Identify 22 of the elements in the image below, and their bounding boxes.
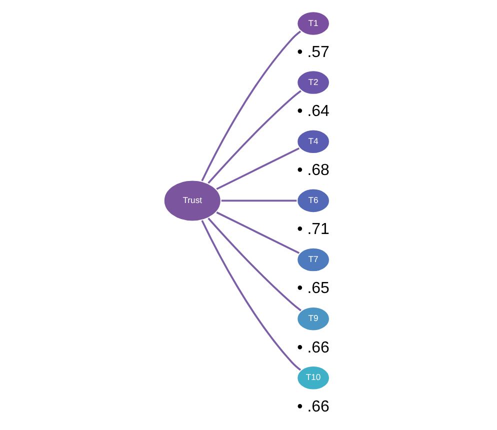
connector xyxy=(207,90,301,184)
node-ellipse: T10 xyxy=(295,364,330,392)
connector xyxy=(200,220,301,371)
node-label: • .66 xyxy=(296,339,329,356)
node-ellipse: T1 xyxy=(295,10,330,37)
node-ellipse: T2 xyxy=(295,69,330,96)
node-label: • .71 xyxy=(296,221,329,238)
connector xyxy=(216,212,300,254)
node-ellipse: T4 xyxy=(295,128,330,155)
node-label: • .66 xyxy=(296,398,329,416)
node-label: • .57 xyxy=(296,44,329,61)
node-label: • .64 xyxy=(296,102,329,120)
connector xyxy=(220,200,296,202)
node-label: • .68 xyxy=(296,162,329,180)
node-ellipse: Trust xyxy=(162,178,222,223)
node-ellipse: T7 xyxy=(295,246,330,273)
node-label: • .65 xyxy=(296,280,329,298)
connector xyxy=(207,218,301,312)
node-ellipse: T6 xyxy=(295,187,330,214)
connector xyxy=(216,147,300,190)
connector xyxy=(200,30,301,182)
node-ellipse: T9 xyxy=(295,306,330,332)
